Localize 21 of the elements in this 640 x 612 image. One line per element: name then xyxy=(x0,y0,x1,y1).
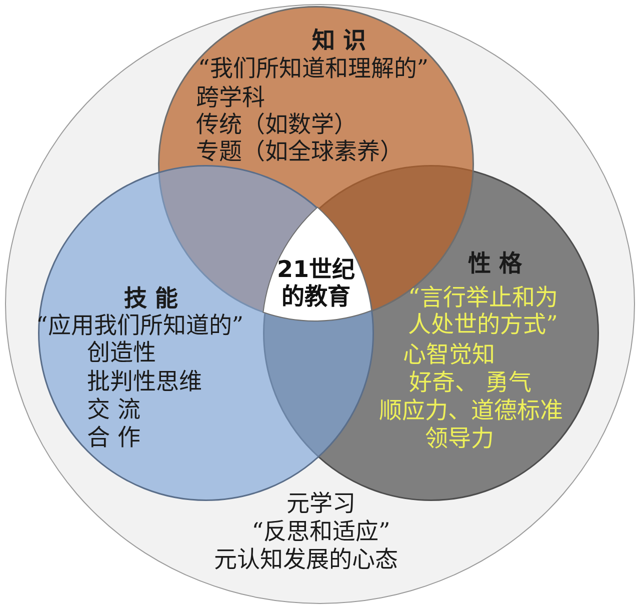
body-text: 元认知发展的心态 xyxy=(214,547,398,574)
list-item: 顺应力、道德标准 xyxy=(379,398,563,425)
circle-heading: 元学习 xyxy=(286,491,356,518)
list-item: 跨学科 xyxy=(196,85,265,112)
quote-text: “言行举止和为人处世的方式” xyxy=(407,285,559,339)
list-item: 好奇、 勇气 xyxy=(409,370,532,397)
list-item: 批判性思维 xyxy=(87,369,202,396)
list-item: 领导力 xyxy=(425,426,494,453)
list-item: 交 流 xyxy=(87,397,140,424)
list-item: 专题（如全球素养） xyxy=(196,139,403,166)
circle-heading: 性 格 xyxy=(468,250,522,277)
list-item: 合 作 xyxy=(87,425,140,452)
list-item: 创造性 xyxy=(87,340,156,367)
list-item: 心智觉知 xyxy=(403,342,495,369)
circle-heading: 技 能 xyxy=(124,285,178,312)
center-label: 21世纪的教育 xyxy=(276,257,356,311)
circle-heading: 知 识 xyxy=(312,27,366,54)
list-item: 传统（如数学） xyxy=(196,112,357,139)
quote-text: “应用我们所知道的” xyxy=(36,313,244,340)
quote-text: “反思和适应” xyxy=(252,519,390,546)
quote-text: “我们所知道和理解的” xyxy=(198,56,429,83)
